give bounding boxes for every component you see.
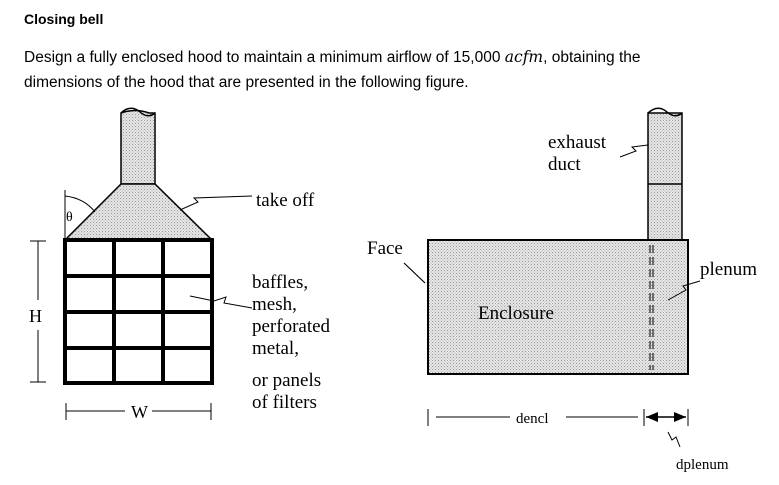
statement-text-2: , obtaining the <box>543 49 641 66</box>
left-duct <box>120 109 156 185</box>
right-enclosure-drawing <box>403 107 701 448</box>
airflow-unit: acfm <box>504 48 544 66</box>
exhaust-duct-shaft <box>647 112 683 241</box>
w-dimension-label: W <box>131 402 148 422</box>
exhaust-label-2: duct <box>548 154 581 175</box>
dplenum-arrow-left <box>646 412 658 422</box>
left-duct-top-curve <box>120 107 156 117</box>
baffles-label-6: of filters <box>252 392 317 413</box>
face-label: Face <box>367 238 403 259</box>
exhaust-leader <box>619 144 649 158</box>
hood-cone <box>63 183 214 241</box>
baffles-leader <box>189 295 253 309</box>
baffles-label-3: perforated <box>252 316 331 337</box>
page-heading: Closing bell <box>24 11 104 27</box>
take-off-label: take off <box>256 190 315 211</box>
dplenum-arrow-right <box>674 412 686 422</box>
theta-label: θ <box>66 210 73 225</box>
baffles-label-1: baffles, <box>252 272 308 293</box>
statement-text-3: dimensions of the hood that are presente… <box>24 74 469 91</box>
baffles-label-5: or panels <box>252 370 321 391</box>
take-off-leader <box>179 195 253 211</box>
enclosure-label: Enclosure <box>478 303 554 324</box>
exhaust-label-1: exhaust <box>548 132 607 153</box>
baffles-label-4: metal, <box>252 338 299 359</box>
dplenum-leader <box>667 431 681 448</box>
dencl-label: dencl <box>516 411 548 427</box>
problem-statement: Design a fully enclosed hood to maintain… <box>24 45 764 95</box>
baffles-label-2: mesh, <box>252 294 297 315</box>
exhaust-duct-top-curve <box>647 107 683 117</box>
dplenum-label: dplenum <box>676 457 729 473</box>
h-dimension-label: H <box>29 306 42 326</box>
enclosure-box <box>427 239 689 375</box>
theta-arc <box>64 195 96 213</box>
left-hood-drawing <box>30 107 253 420</box>
plenum-label: plenum <box>700 259 757 280</box>
plenum-leader <box>667 280 701 301</box>
statement-text-1: Design a fully enclosed hood to maintain… <box>24 49 505 66</box>
face-leader <box>403 262 426 284</box>
